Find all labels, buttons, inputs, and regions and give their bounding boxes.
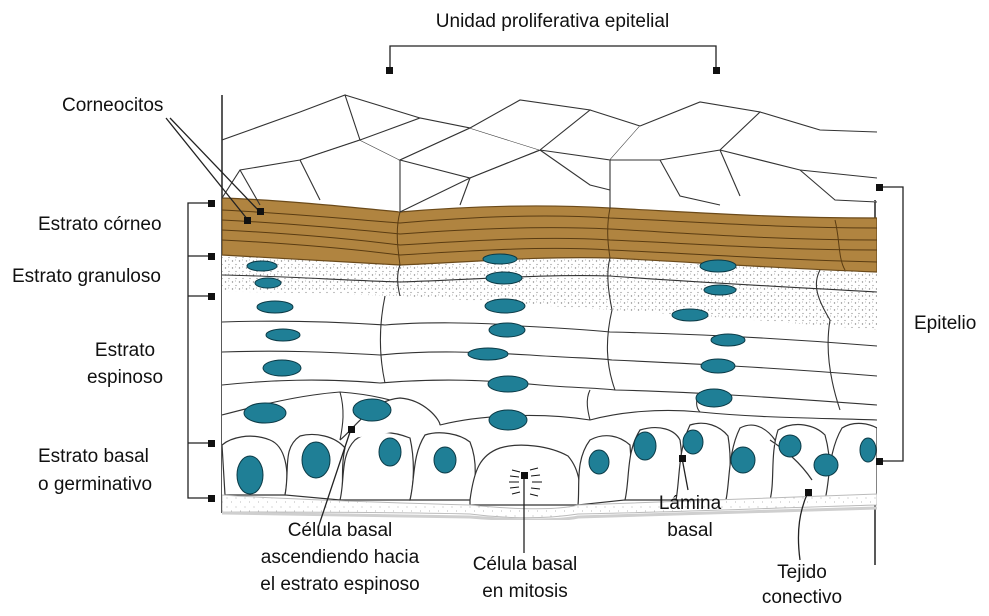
- nucleus: [589, 450, 609, 474]
- marker: [521, 472, 528, 479]
- nucleus: [353, 399, 391, 421]
- nucleus: [704, 285, 736, 295]
- marker: [257, 208, 264, 215]
- nucleus: [489, 410, 527, 430]
- nucleus: [255, 278, 281, 288]
- marker: [348, 426, 355, 433]
- marker: [713, 67, 720, 74]
- nucleus: [672, 309, 708, 321]
- corneocitos-leader-1: [166, 118, 248, 220]
- nucleus: [468, 348, 508, 360]
- nucleus: [634, 432, 656, 460]
- nucleus: [485, 299, 525, 313]
- corneocitos-leader-2: [170, 118, 260, 212]
- marker: [208, 440, 215, 447]
- label-celula-ascendiendo-1: Célula basal: [240, 519, 440, 542]
- nucleus: [302, 442, 330, 478]
- marker: [386, 67, 393, 74]
- epitelio-bracket: [880, 187, 903, 461]
- nucleus: [779, 435, 801, 457]
- marker: [244, 217, 251, 224]
- nucleus: [696, 389, 732, 407]
- label-estrato-basal-1: Estrato basal: [38, 445, 149, 468]
- nucleus: [244, 403, 286, 423]
- nucleus: [814, 454, 838, 476]
- nucleus: [266, 329, 300, 341]
- marker: [876, 458, 883, 465]
- nucleus: [701, 359, 735, 373]
- nucleus: [263, 360, 301, 376]
- squames: [222, 95, 877, 212]
- nucleus: [247, 261, 277, 271]
- marker: [208, 253, 215, 260]
- label-unidad-proliferativa: Unidad proliferativa epitelial: [380, 10, 725, 33]
- nucleus: [379, 438, 401, 466]
- marker: [208, 293, 215, 300]
- nucleus: [488, 376, 528, 392]
- nucleus: [731, 447, 755, 473]
- marker: [679, 455, 686, 462]
- label-estrato-basal-2: o germinativo: [38, 473, 152, 496]
- label-tejido-2: conectivo: [752, 586, 852, 609]
- marker: [208, 495, 215, 502]
- label-celula-ascendiendo-2: ascendiendo hacia: [240, 546, 440, 569]
- label-corneocitos: Corneocitos: [62, 94, 163, 117]
- label-estrato-espinoso-2: espinoso: [72, 366, 178, 389]
- label-estrato-espinoso-1: Estrato: [72, 339, 178, 362]
- nucleus: [489, 323, 525, 337]
- label-estrato-corneo: Estrato córneo: [38, 213, 162, 236]
- nucleus: [257, 301, 293, 313]
- label-epitelio: Epitelio: [914, 312, 976, 335]
- nucleus: [483, 254, 517, 264]
- marker: [876, 184, 883, 191]
- nucleus: [434, 447, 456, 473]
- left-bracket: [188, 203, 212, 498]
- top-bracket: [390, 46, 716, 70]
- nucleus: [486, 272, 522, 284]
- nucleus: [711, 334, 745, 346]
- nucleus: [237, 456, 263, 494]
- label-celula-ascendiendo-3: el estrato espinoso: [240, 573, 440, 596]
- marker: [805, 489, 812, 496]
- nucleus: [683, 430, 703, 454]
- label-lamina-1: Lámina: [645, 492, 735, 515]
- label-celula-mitosis-1: Célula basal: [457, 553, 593, 576]
- label-tejido-1: Tejido: [752, 561, 852, 584]
- label-estrato-granuloso: Estrato granuloso: [12, 265, 161, 288]
- nucleus: [700, 260, 736, 272]
- nucleus: [860, 438, 876, 462]
- label-lamina-2: basal: [645, 519, 735, 542]
- marker: [208, 200, 215, 207]
- label-celula-mitosis-2: en mitosis: [457, 580, 593, 603]
